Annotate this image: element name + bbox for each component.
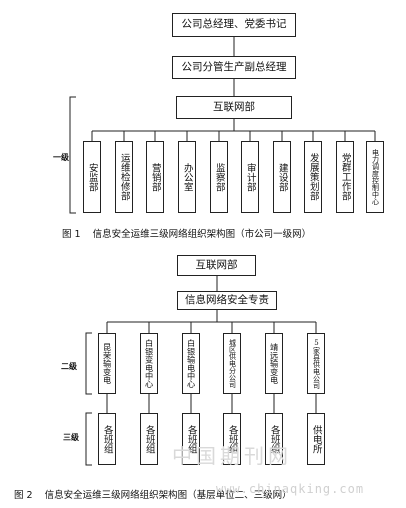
internet-dept-box-fig1: 互联网部 — [176, 96, 292, 119]
ceo-party-secretary-box: 公司总经理、党委书记 — [172, 13, 296, 37]
level3-unit-box: 各班组 — [140, 413, 158, 465]
dept-box: 建设部 — [273, 141, 291, 213]
level3-label: 三级 — [63, 433, 79, 442]
dept-box: 运维检修部 — [115, 141, 133, 213]
dept-box: 电力调度控制中心 — [366, 141, 384, 213]
level3-unit-box: 各班组 — [265, 413, 283, 465]
dept-box: 党群工作部 — [336, 141, 354, 213]
level3-unit-box: 各班组 — [223, 413, 241, 465]
dept-box: 发展策划部 — [304, 141, 322, 213]
level2-unit-box: 白银变电中心 — [140, 333, 158, 394]
level2-unit-box: 5家县供电公司 — [307, 333, 325, 394]
level3-unit-box: 各班组 — [98, 413, 116, 465]
dept-box: 监察部 — [210, 141, 228, 213]
dept-box: 审计部 — [241, 141, 259, 213]
level2-label: 二级 — [61, 362, 77, 371]
level3-unit-box: 供电所 — [307, 413, 325, 465]
dept-box: 安监部 — [83, 141, 101, 213]
level2-unit-box: 白银输电中心 — [182, 333, 200, 394]
level2-unit-box: 城区供电分公司 — [223, 333, 241, 394]
dept-box: 营销部 — [146, 141, 164, 213]
level3-unit-box: 各班组 — [182, 413, 200, 465]
level1-label: 一级 — [53, 153, 69, 162]
level2-unit-box: 昆荣输变电 — [98, 333, 116, 394]
deputy-gm-box: 公司分管生产副总经理 — [172, 56, 296, 79]
level2-unit-box: 靖远输变电 — [265, 333, 283, 394]
internet-dept-box-fig2: 互联网部 — [177, 255, 256, 276]
security-specialist-box: 信息网络安全专责 — [177, 291, 277, 310]
dept-box: 办公室 — [178, 141, 196, 213]
